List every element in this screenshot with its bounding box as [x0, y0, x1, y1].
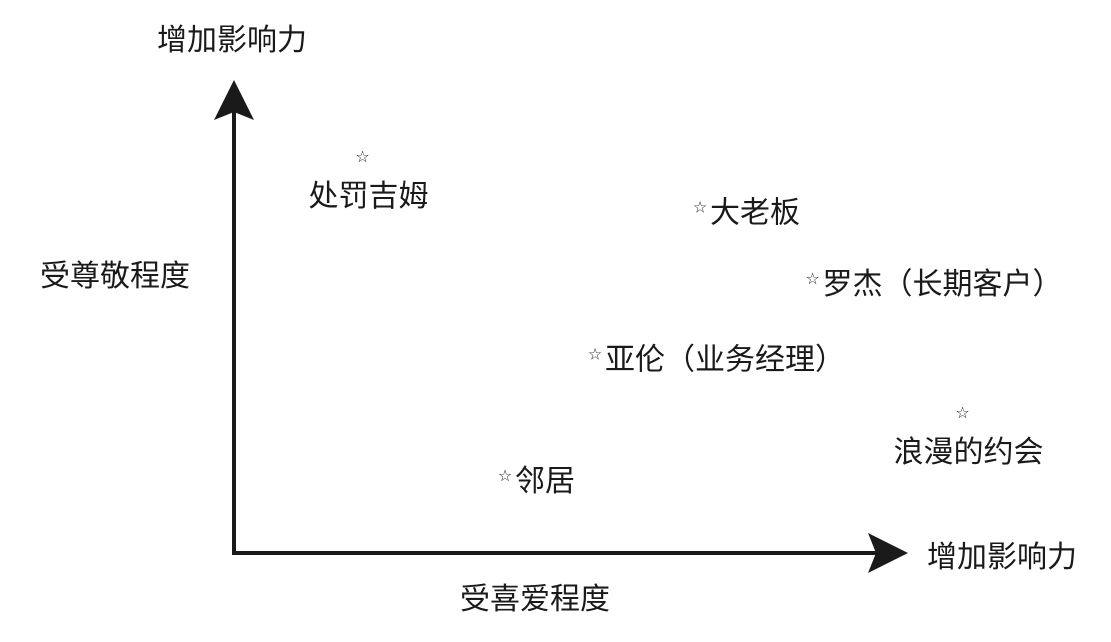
scatter-point-star-icon: ☆ — [588, 344, 602, 363]
y-axis-label: 受尊敬程度 — [40, 259, 190, 294]
scatter-point: ☆亚伦（业务经理） — [588, 342, 845, 377]
y-axis-arrow-label: 增加影响力 — [157, 23, 307, 58]
scatter-point-star-icon: ☆ — [805, 269, 819, 288]
scatter-point-star-icon: ☆ — [498, 466, 512, 485]
scatter-point-label: 浪漫的约会 — [894, 435, 1044, 470]
scatter-point-star-icon: ☆ — [955, 403, 969, 422]
scatter-point-label: 处罚吉姆 — [309, 179, 429, 214]
scatter-point-star-icon: ☆ — [693, 197, 707, 216]
scatter-point-label: 大老板 — [710, 195, 800, 230]
scatter-point: ☆大老板 — [693, 195, 800, 230]
x-axis-label: 受喜爱程度 — [460, 582, 610, 617]
scatter-point-label: 罗杰（长期客户） — [823, 267, 1063, 302]
scatter-point-label: 邻居 — [515, 464, 575, 499]
scatter-point: ☆ 浪漫的约会 — [894, 403, 1044, 470]
scatter-point-label: 亚伦（业务经理） — [605, 342, 845, 377]
points-layer: ☆处罚吉姆☆大老板☆罗杰（长期客户）☆亚伦（业务经理）☆浪漫的约会☆邻居 — [309, 147, 1063, 499]
scatter-point: ☆邻居 — [498, 464, 575, 499]
scatter-point: ☆罗杰（长期客户） — [805, 267, 1062, 302]
scatter-point-star-icon: ☆ — [355, 147, 369, 166]
x-axis-arrow-label: 增加影响力 — [927, 540, 1077, 575]
scatter-point: ☆ 处罚吉姆 — [309, 147, 429, 214]
